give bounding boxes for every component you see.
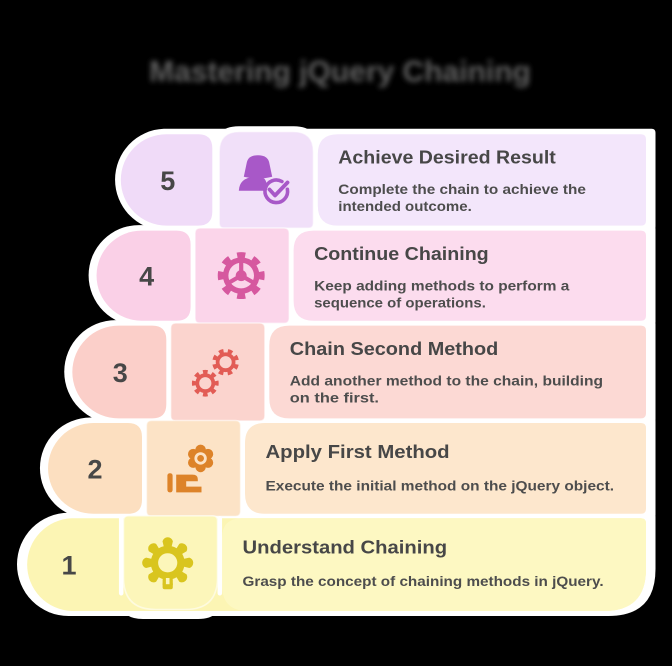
svg-text:Mastering jQuery Chaining: Mastering jQuery Chaining [149, 56, 531, 89]
svg-text:Apply First Method: Apply First Method [266, 442, 450, 462]
svg-text:intended outcome.: intended outcome. [338, 199, 472, 214]
svg-text:4: 4 [139, 262, 154, 292]
svg-text:2: 2 [87, 454, 102, 484]
svg-text:3: 3 [113, 358, 128, 388]
svg-text:Understand Chaining: Understand Chaining [243, 537, 448, 557]
svg-text:Add another method to the chai: Add another method to the chain, buildin… [290, 374, 603, 389]
svg-text:Continue Chaining: Continue Chaining [314, 244, 489, 264]
svg-text:Execute the initial method on: Execute the initial method on the jQuery… [266, 479, 615, 494]
svg-text:Achieve Desired Result: Achieve Desired Result [338, 147, 556, 167]
svg-text:Complete the chain to achieve: Complete the chain to achieve the [338, 182, 586, 197]
svg-text:5: 5 [160, 166, 175, 196]
svg-text:Keep adding methods to perform: Keep adding methods to perform a [314, 279, 570, 294]
svg-text:sequence of operations.: sequence of operations. [314, 296, 486, 311]
svg-text:Chain Second Method: Chain Second Method [290, 339, 499, 359]
svg-text:on the first.: on the first. [290, 391, 379, 406]
svg-text:1: 1 [61, 551, 76, 581]
svg-text:Grasp the concept of chaining: Grasp the concept of chaining methods in… [243, 574, 604, 589]
